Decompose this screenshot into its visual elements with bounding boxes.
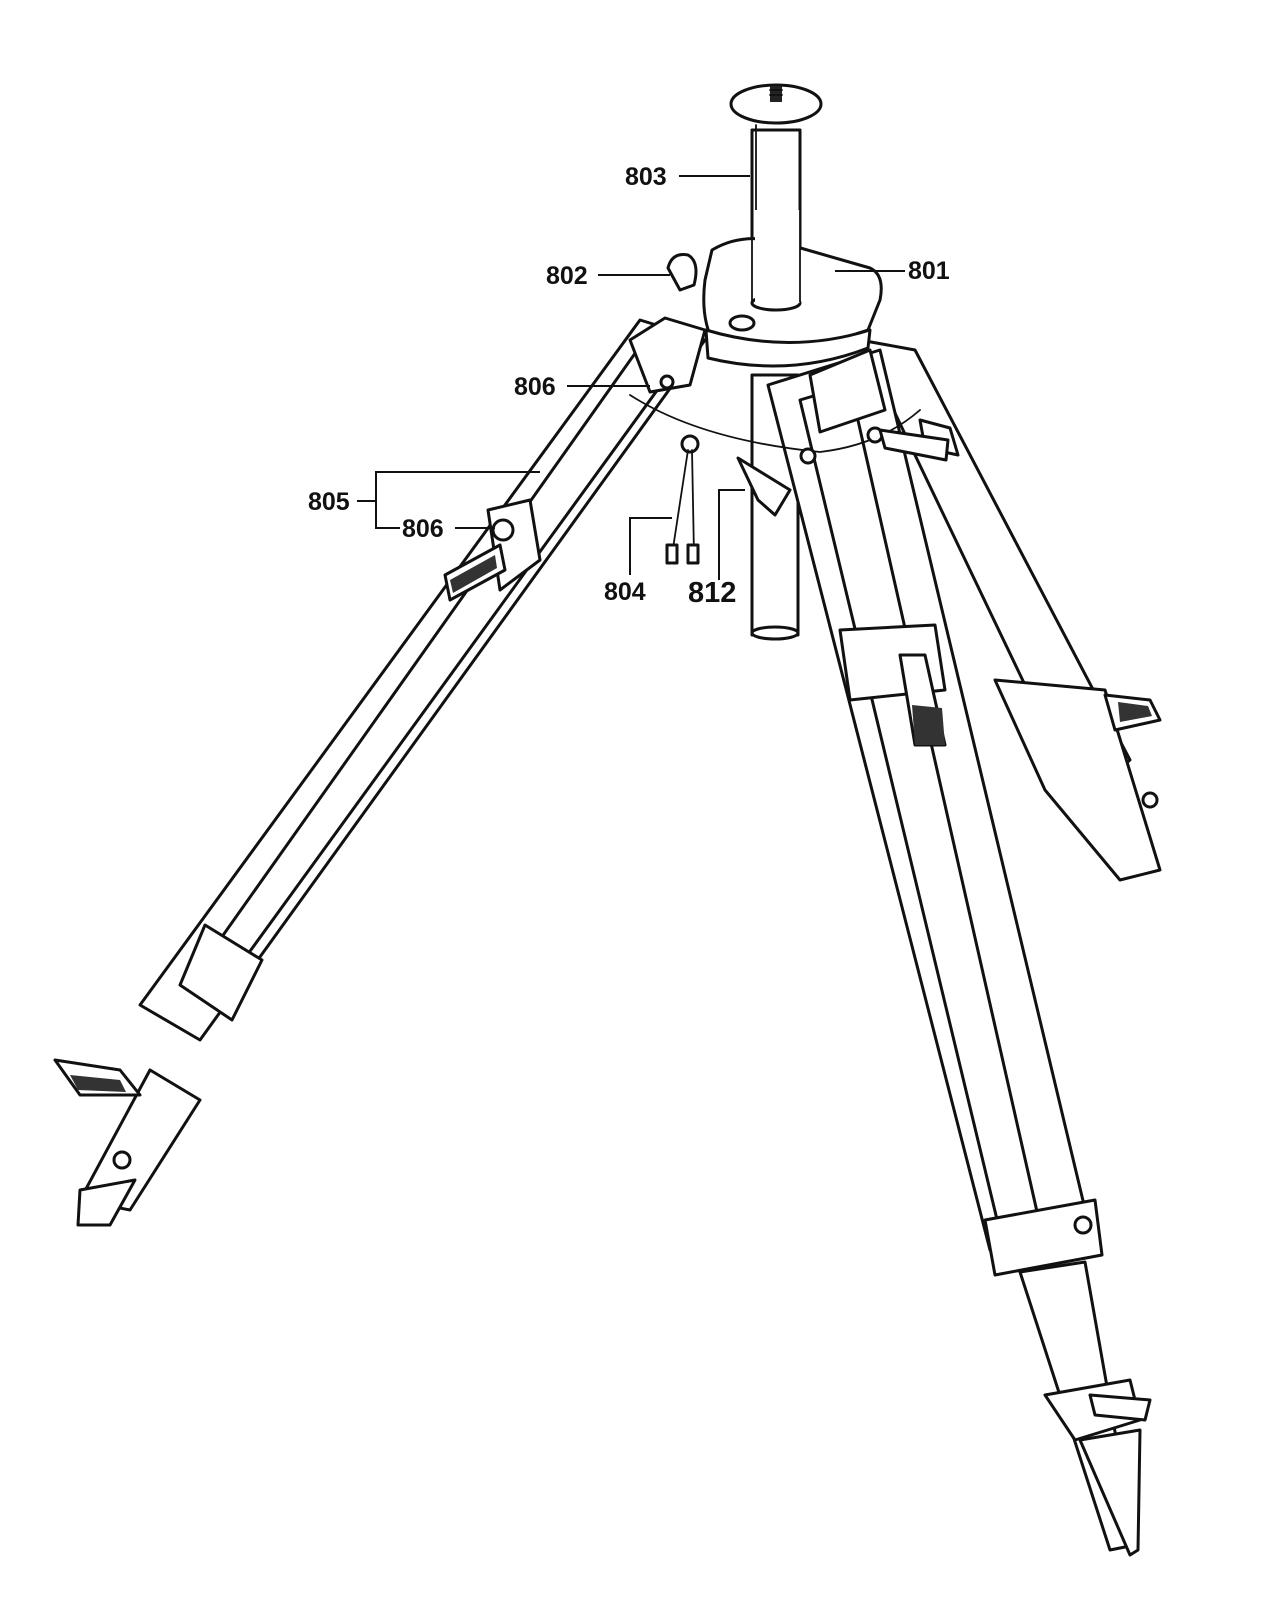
label-801: 801: [908, 257, 950, 285]
part-labels: 803 802 801 806 805 806 804 812: [308, 163, 950, 609]
label-806-clamp: 806: [402, 515, 444, 543]
label-803: 803: [625, 163, 667, 191]
label-806-hinge: 806: [514, 373, 556, 401]
label-802: 802: [546, 262, 588, 290]
front-leg-drawing: [766, 348, 1152, 1557]
label-805: 805: [308, 488, 350, 516]
left-leg-drawing: [53, 318, 707, 1227]
tripod-head-drawing: [628, 209, 887, 434]
leader-lines: [357, 175, 905, 580]
label-812: 812: [688, 577, 736, 609]
label-804: 804: [604, 578, 646, 606]
cord-and-plumb-bob-drawing: [629, 394, 950, 565]
